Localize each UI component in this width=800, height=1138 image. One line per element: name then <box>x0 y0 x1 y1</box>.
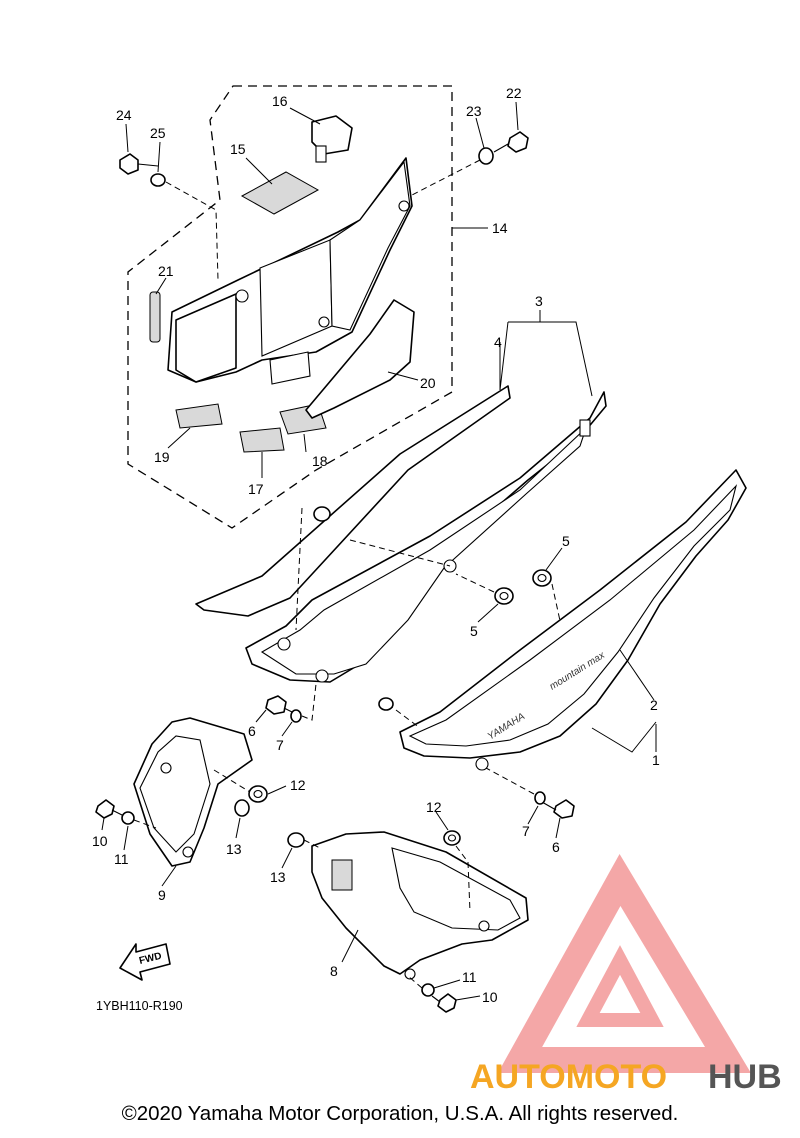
callout-6-a: 6 <box>248 723 256 739</box>
callout-7-a: 7 <box>276 737 284 753</box>
part-25-collar <box>150 173 166 187</box>
part-6-bolt-a <box>265 695 297 715</box>
assembly-group-outline <box>127 85 453 529</box>
callout-14: 14 <box>492 220 508 236</box>
callout-20: 20 <box>420 375 436 391</box>
fwd-arrow-label: FWD <box>138 951 163 967</box>
callout-19: 19 <box>154 449 170 465</box>
watermark-inner-mark <box>576 945 664 1027</box>
part-13-damper-b <box>287 832 305 848</box>
callout-4: 4 <box>494 334 502 350</box>
callout-7-b: 7 <box>522 823 530 839</box>
part-24-bolt <box>119 153 159 175</box>
callout-18: 18 <box>312 453 328 469</box>
callout-12-b: 12 <box>426 799 442 815</box>
callout-11-a: 11 <box>114 851 129 867</box>
callout-21: 21 <box>158 263 174 279</box>
part-6-bolt-b <box>541 799 575 819</box>
callout-13-a: 13 <box>226 841 242 857</box>
callout-2: 2 <box>650 697 658 713</box>
part-17-pad <box>239 427 285 453</box>
cover-3-mount-grommet <box>313 506 331 522</box>
part-11-collar-b <box>421 983 435 997</box>
part-7-washer-b <box>534 791 546 805</box>
part-10-bolt-b <box>431 993 457 1013</box>
callout-5-a: 5 <box>470 623 478 639</box>
part-7-washer-a <box>290 709 302 723</box>
part-23-washer <box>478 147 494 165</box>
watermark-text-auto: AUTOMOTO <box>470 1058 667 1096</box>
part-16-connector <box>311 115 353 163</box>
part-12-grommet-a <box>248 785 268 803</box>
part-22-bolt <box>493 131 529 153</box>
callout-12-a: 12 <box>290 777 306 793</box>
part-20-sheet <box>305 299 415 419</box>
diagram-code: 1YBH110-R190 <box>96 999 183 1013</box>
part-5-grommet-b <box>532 569 552 587</box>
part-1-side-cover-yamaha: YAMAHA mountain max <box>399 469 747 771</box>
callout-8: 8 <box>330 963 338 979</box>
callout-3: 3 <box>535 293 543 309</box>
callout-9: 9 <box>158 887 166 903</box>
part-3-side-cover-assembly <box>245 391 607 683</box>
cover-1-mount-grommet <box>378 697 394 711</box>
part-9-bracket-cover <box>133 717 253 867</box>
part-5-grommet-a <box>494 587 514 605</box>
watermark-triangle <box>497 854 751 1073</box>
part-12-grommet-b <box>443 830 461 846</box>
callout-10-a: 10 <box>92 833 108 849</box>
callout-11-b: 11 <box>462 969 477 985</box>
part-15-pad <box>240 171 320 215</box>
callout-15: 15 <box>230 141 246 157</box>
part-19-pad <box>175 403 223 429</box>
callout-25: 25 <box>150 125 166 141</box>
callout-10-b: 10 <box>482 989 498 1005</box>
watermark-text-hub: HUB <box>708 1058 782 1096</box>
callout-6-b: 6 <box>552 839 560 855</box>
callout-labels: 1 2 3 4 5 5 6 6 7 7 8 9 10 10 11 11 12 1… <box>92 85 660 1005</box>
part-21-clip <box>149 291 161 343</box>
callout-23: 23 <box>466 103 482 119</box>
part-10-bolt-a <box>95 799 125 819</box>
callout-1: 1 <box>652 752 660 768</box>
callout-24: 24 <box>116 107 132 123</box>
callout-17: 17 <box>248 481 264 497</box>
copyright-notice: ©2020 Yamaha Motor Corporation, U.S.A. A… <box>121 1102 679 1125</box>
callout-13-b: 13 <box>270 869 286 885</box>
fwd-arrow: FWD <box>119 943 171 981</box>
part-11-collar-a <box>121 811 135 825</box>
part-4-side-cover-decal <box>195 385 511 617</box>
callout-16: 16 <box>272 93 288 109</box>
bracket-assembly <box>167 157 413 385</box>
part-13-damper-a <box>234 799 250 817</box>
callout-22: 22 <box>506 85 522 101</box>
watermark-logo: AUTOMOTO HUB <box>470 854 782 1096</box>
callout-5-b: 5 <box>562 533 570 549</box>
part-8-lower-side-cover <box>311 831 529 980</box>
